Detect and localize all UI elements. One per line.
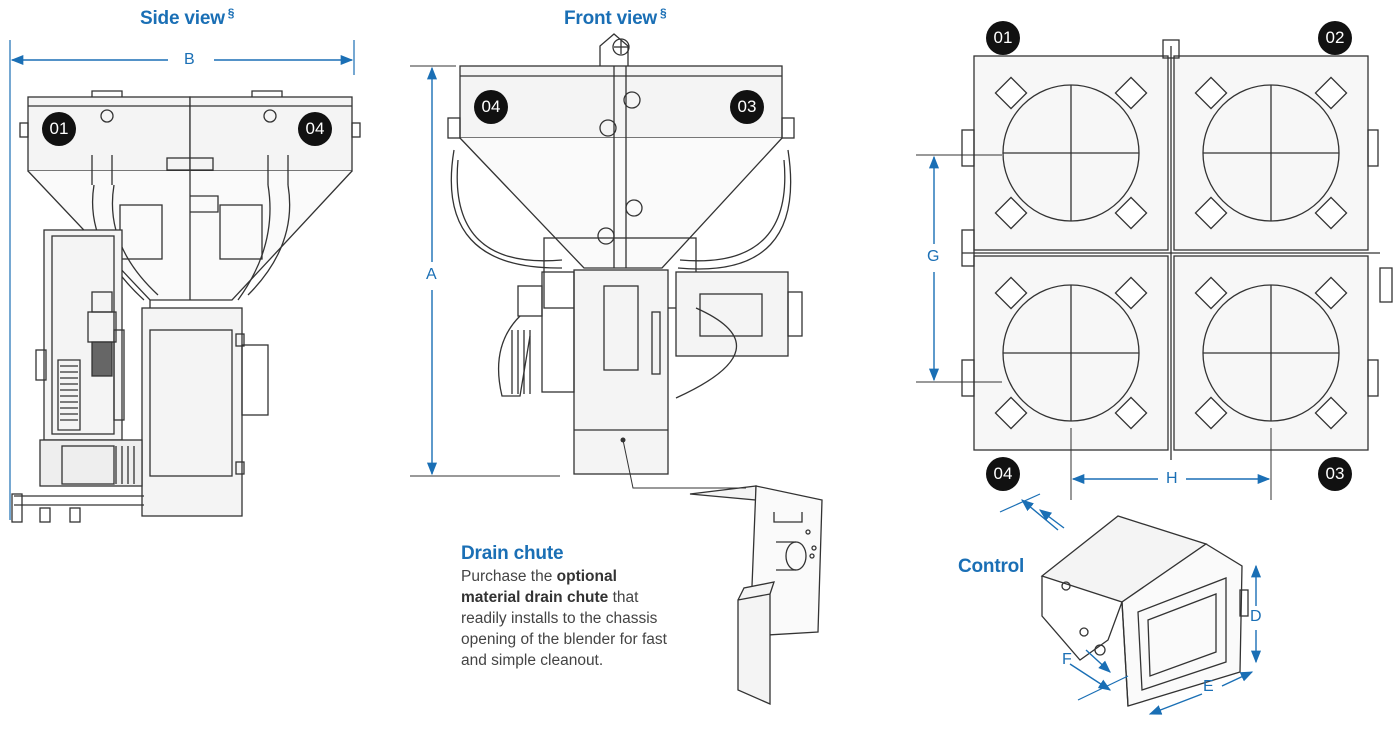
drain-chute-heading: Drain chute bbox=[461, 543, 564, 564]
front-view-drawing bbox=[447, 33, 803, 475]
hopper-badge-top-br: 03 bbox=[1318, 457, 1352, 491]
hopper-badge-front-left: 04 bbox=[474, 90, 508, 124]
hopper-badge-side-right: 04 bbox=[298, 112, 332, 146]
control-box-drawing bbox=[1040, 515, 1249, 707]
drain-chute-description: Purchase the optional material drain chu… bbox=[461, 568, 667, 669]
dim-label-g: G bbox=[927, 248, 940, 265]
side-view-drawing bbox=[11, 90, 361, 523]
top-view-drawing bbox=[961, 39, 1393, 460]
hopper-badge-side-left: 01 bbox=[42, 112, 76, 146]
dim-label-d: D bbox=[1250, 608, 1262, 625]
front-view-heading: Front view§ bbox=[564, 6, 667, 29]
hopper-badge-top-tl: 01 bbox=[986, 21, 1020, 55]
side-view-heading: Side view§ bbox=[140, 6, 235, 29]
dim-label-b: B bbox=[184, 51, 195, 68]
dimension-lines bbox=[9, 40, 1272, 715]
control-heading: Control bbox=[958, 556, 1025, 577]
dim-label-f: F bbox=[1062, 651, 1072, 668]
hopper-badge-front-right: 03 bbox=[730, 90, 764, 124]
hopper-badge-top-bl: 04 bbox=[986, 457, 1020, 491]
dim-label-a: A bbox=[426, 266, 437, 283]
dim-label-e: E bbox=[1203, 678, 1214, 695]
chute-leader-dot bbox=[620, 437, 626, 443]
hopper-badge-top-tr: 02 bbox=[1318, 21, 1352, 55]
chute-leader-line bbox=[622, 439, 746, 489]
dim-label-h: H bbox=[1166, 470, 1178, 487]
drain-chute-drawing bbox=[689, 485, 823, 705]
